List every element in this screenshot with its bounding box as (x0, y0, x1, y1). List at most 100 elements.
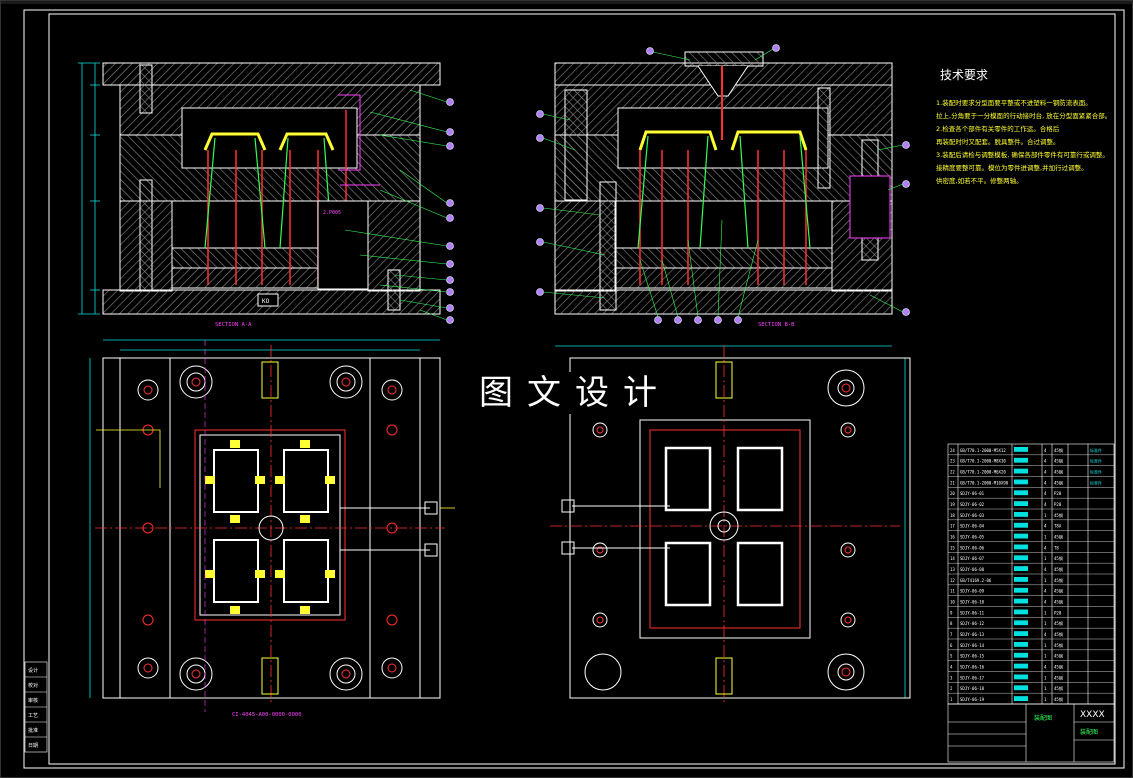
bom-qty: 1 (1044, 610, 1047, 615)
bom-code: GB/T70.1-2000-M8X30 (960, 459, 1006, 464)
strip-label: 工艺 (28, 713, 38, 719)
bom-material: 45钢 (1054, 599, 1063, 605)
bom-name-cell (1014, 457, 1028, 463)
bom-material: 45钢 (1054, 447, 1063, 453)
bom-name-cell (1014, 609, 1028, 615)
bom-no: 12 (950, 578, 955, 583)
bom-name-cell (1014, 674, 1028, 680)
title-name-right: 装配图 (1080, 728, 1098, 736)
bom-name-cell (1014, 479, 1028, 485)
bom-code: SDJY-06-15 (960, 654, 985, 659)
bom-no: 15 (950, 545, 955, 550)
bom-name-cell (1014, 490, 1028, 496)
bom-note: 标准件 (1090, 458, 1102, 464)
bom-no: 3 (950, 675, 953, 680)
bom-material: 45钢 (1054, 458, 1063, 464)
bom-material: 45钢 (1054, 664, 1063, 670)
bom-name-cell (1014, 685, 1028, 691)
bom-qty: 4 (1044, 665, 1047, 670)
bom-name-cell (1014, 577, 1028, 582)
svg-text:2.P005: 2.P005 (323, 210, 341, 216)
section-b-b-label: SECTION B-B (758, 322, 795, 328)
tech-requirement-line: 拉上,分角要于一分模面的行动接时台, 放在分型面紧紧合部。 (936, 112, 1112, 120)
bom-material: 45钢 (1054, 577, 1063, 583)
bom-no: 6 (950, 643, 953, 648)
title-name-left: 装配图 (1034, 714, 1052, 722)
bom-qty: 4 (1044, 470, 1047, 475)
bom-code: SDJY-06-12 (960, 621, 985, 626)
bom-qty: 4 (1044, 448, 1047, 453)
bom-name-cell (1014, 631, 1028, 636)
bom-material: 45钢 (1054, 642, 1063, 648)
bom-no: 16 (950, 535, 955, 540)
bom-qty: 4 (1044, 459, 1047, 464)
bom-code: GB/T70.1-2000-M6X20 (960, 470, 1006, 475)
bom-material: 45钢 (1054, 696, 1063, 702)
bom-no: 22 (950, 470, 955, 475)
tech-requirements-panel: 技术要求 1.装配时要求分型面要平整或不进塑料一钢防流表面。拉上,分角要于一分模… (936, 66, 1116, 188)
bom-material: 45钢 (1054, 620, 1063, 626)
bom-no: 13 (950, 567, 955, 572)
top-tab-bar (0, 0, 1133, 4)
section-a-a-view: 2.P005 KO (78, 62, 454, 324)
bom-name-cell (1014, 501, 1028, 506)
bom-name-cell (1014, 468, 1028, 474)
bom-material: T8A (1054, 524, 1062, 529)
strip-label: 日期 (28, 743, 38, 749)
bom-qty: 4 (1044, 589, 1047, 594)
bom-code: GB/T4169.2-06 (960, 578, 992, 583)
bom-qty: 4 (1044, 524, 1047, 529)
title-block-frame (947, 703, 1115, 763)
bom-qty: 4 (1044, 632, 1047, 637)
bom-code: SDJY-06-04 (960, 524, 985, 529)
bom-code: SDJY-06-05 (960, 535, 985, 540)
bom-qty: 4 (1044, 480, 1047, 485)
bom-material: 45钢 (1054, 555, 1063, 561)
bom-name-cell (1014, 533, 1028, 539)
bom-no: 4 (950, 665, 953, 670)
bom-qty: 1 (1044, 513, 1047, 518)
bom-no: 2 (950, 686, 953, 691)
strip-label: 校对 (28, 682, 38, 689)
bom-code: SDJY-06-06 (960, 545, 985, 550)
strip-label: 审核 (28, 697, 38, 704)
bom-qty: 4 (1044, 600, 1047, 605)
bom-qty: 4 (1044, 491, 1047, 496)
left-margin-strip (24, 661, 48, 753)
bom-code: SDJY-06-01 (960, 491, 985, 496)
bom-code: SDJY-06-07 (960, 556, 985, 561)
bom-code: SDJY-06-02 (960, 502, 985, 507)
bom-qty: 1 (1044, 697, 1047, 702)
bom-code: SDJY-06-11 (960, 610, 985, 615)
drawing-frame-outer (23, 9, 1125, 769)
tech-requirements-title: 技术要求 (940, 68, 989, 82)
bom-name-cell (1014, 447, 1028, 452)
svg-text:KO: KO (262, 298, 270, 305)
drawing-frame-inner (48, 13, 1116, 765)
bom-no: 19 (950, 502, 955, 507)
bom-no: 1 (950, 697, 953, 702)
bom-code: SDJY-06-03 (960, 513, 985, 518)
bom-no: 11 (950, 589, 955, 594)
bom-note: 标准件 (1090, 447, 1102, 453)
section-a-a-label: SECTION A-A (215, 322, 252, 328)
bom-code: SDJY-06-14 (960, 643, 985, 648)
tech-requirement-line: 供密度,如若不平。修整两轴。 (936, 177, 1023, 185)
strip-label: 设计 (28, 667, 38, 674)
bom-no: 18 (950, 513, 955, 518)
bom-material: 45钢 (1054, 534, 1063, 540)
bom-no: 17 (950, 524, 955, 529)
bom-no: 23 (950, 459, 955, 464)
bom-name-cell (1014, 642, 1028, 647)
bom-material: 45钢 (1054, 674, 1063, 680)
bom-name-cell (1014, 620, 1028, 626)
bom-name-cell (1014, 663, 1028, 669)
tech-requirements-lines: 1.装配时要求分型面要平整或不进塑料一钢防流表面。拉上,分角要于一分模面的行动接… (936, 97, 1116, 188)
bom-name-cell (1014, 598, 1028, 604)
bom-material: 45钢 (1054, 631, 1063, 637)
bom-no: 14 (950, 556, 955, 561)
bom-material: 45钢 (1054, 512, 1063, 518)
bom-no: 10 (950, 600, 955, 605)
bom-qty: 1 (1044, 535, 1047, 540)
